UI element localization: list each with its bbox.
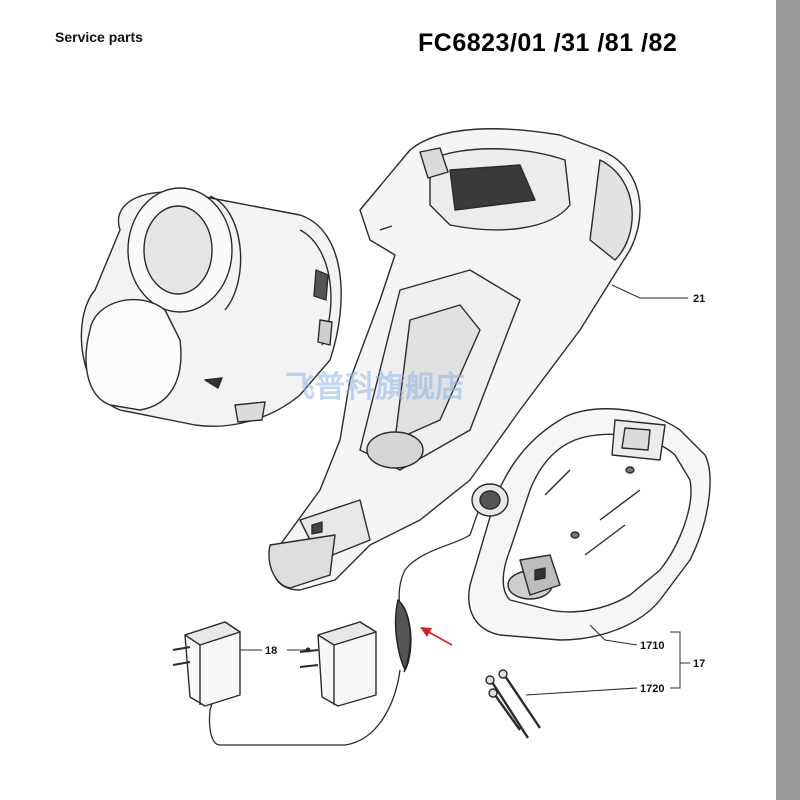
red-pointer-arrow — [420, 627, 453, 646]
screws-part — [485, 669, 541, 739]
vacuum-body-part — [268, 128, 641, 591]
leader-1710 — [589, 624, 638, 646]
callout-18: 18 — [265, 645, 277, 657]
callout-1720: 1720 — [640, 683, 664, 695]
callout-17: 17 — [693, 658, 705, 670]
section-title: Service parts — [55, 29, 143, 45]
leader-18-dot — [305, 647, 311, 653]
watermark-text: 飞普科旗舰店 — [285, 370, 465, 405]
charger-base-part — [468, 408, 711, 641]
callout-21: 21 — [693, 293, 705, 305]
leader-21 — [611, 284, 688, 299]
adapter-right-part — [299, 621, 377, 707]
adapter-left-part — [172, 621, 241, 707]
bracket-17 — [670, 631, 681, 689]
callout-1710: 1710 — [640, 640, 664, 652]
model-numbers: FC6823/01 /31 /81 /82 — [418, 29, 678, 57]
dust-container-part — [80, 187, 342, 427]
leader-1720 — [525, 687, 638, 696]
page-side-bar — [776, 0, 800, 800]
dc-plug-and-cord-part — [208, 483, 509, 746]
